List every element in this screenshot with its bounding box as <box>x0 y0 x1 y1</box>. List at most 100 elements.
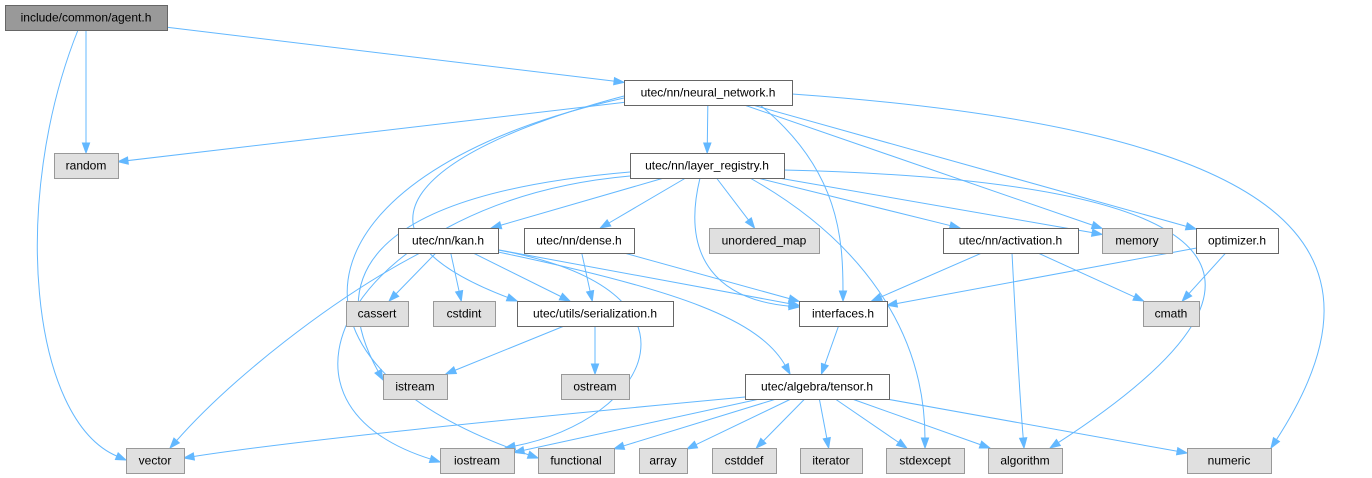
arrowhead <box>590 363 600 376</box>
edge-layer_registry-to-algorithm <box>783 169 1206 449</box>
node-box <box>54 153 119 179</box>
arrowhead <box>1175 446 1189 456</box>
arrowhead <box>182 452 196 461</box>
edge-tensor-to-functional <box>612 398 777 450</box>
arrowhead <box>838 290 848 303</box>
arrowhead <box>978 440 992 449</box>
arrowhead <box>454 289 464 303</box>
node-tensor[interactable]: utec/algebra/tensor.h <box>745 374 890 400</box>
node-random: random <box>54 153 119 179</box>
arrowhead <box>613 76 626 86</box>
node-unordered-map: unordered_map <box>709 228 820 254</box>
node-serialization[interactable]: utec/utils/serialization.h <box>517 301 674 327</box>
node-label: memory <box>1115 234 1158 248</box>
arrowhead <box>1090 220 1104 230</box>
edge-tensor-to-cstddef <box>755 398 806 450</box>
node-array: array <box>639 448 688 474</box>
node-box <box>1196 228 1279 254</box>
node-label: iterator <box>812 454 849 468</box>
edge-interfaces-to-tensor <box>820 325 840 376</box>
arrowhead <box>1184 222 1198 231</box>
node-numeric: numeric <box>1187 448 1272 474</box>
node-label: utec/nn/neural_network.h <box>641 86 776 100</box>
node-layer-registry[interactable]: utec/nn/layer_registry.h <box>630 153 785 179</box>
node-neural-network[interactable]: utec/nn/neural_network.h <box>624 80 793 106</box>
edge-tensor-to-numeric <box>886 398 1189 456</box>
arrowhead <box>1270 436 1281 450</box>
node-box <box>745 374 890 400</box>
node-label: cstdint <box>447 307 482 321</box>
node-kan[interactable]: utec/nn/kan.h <box>398 228 499 254</box>
node-label: utec/nn/dense.h <box>536 234 621 248</box>
edge-kan-to-vector <box>169 252 421 450</box>
edge-neural_network-to-interfaces <box>759 104 848 303</box>
node-cstdint: cstdint <box>433 301 496 327</box>
edge-layer_registry-to-dense <box>599 177 686 229</box>
node-label: utec/algebra/tensor.h <box>761 380 873 394</box>
edge-neural_network-to-layer_registry <box>703 104 712 155</box>
node-label: functional <box>550 454 601 468</box>
arrowhead <box>599 218 612 229</box>
node-cassert: cassert <box>346 301 409 327</box>
node-label: vector <box>139 454 172 468</box>
node-box <box>5 5 168 31</box>
node-dense[interactable]: utec/nn/dense.h <box>524 228 635 254</box>
arrowhead <box>820 362 830 376</box>
edge-agent-to-random <box>81 30 91 155</box>
edge-kan-to-interfaces <box>497 249 801 308</box>
node-box <box>1187 448 1272 474</box>
node-label: array <box>649 454 676 468</box>
arrowhead <box>374 368 384 382</box>
node-label: include/common/agent.h <box>21 11 152 25</box>
node-stdexcept: stdexcept <box>886 448 965 474</box>
edge-serialization-to-ostream <box>590 326 600 376</box>
arrowhead <box>755 437 767 450</box>
node-iterator: iterator <box>800 448 863 474</box>
node-functional: functional <box>538 448 615 474</box>
node-box <box>943 228 1079 254</box>
edge-dense-to-serialization <box>581 252 595 303</box>
node-box <box>800 448 863 474</box>
edges-layer <box>36 26 1325 464</box>
arrowhead <box>489 220 503 230</box>
node-box <box>398 228 499 254</box>
node-label: random <box>66 159 107 173</box>
node-box <box>630 153 785 179</box>
node-iostream: iostream <box>440 448 515 474</box>
node-agent[interactable]: include/common/agent.h <box>5 5 168 31</box>
node-label: ostream <box>573 380 616 394</box>
arrowhead <box>920 437 930 450</box>
node-box <box>433 301 496 327</box>
arrowhead <box>81 142 91 155</box>
edge-agent-to-neural_network <box>166 26 626 86</box>
arrowhead <box>1132 292 1145 302</box>
node-box <box>440 448 515 474</box>
node-activation[interactable]: utec/nn/activation.h <box>943 228 1079 254</box>
node-interfaces[interactable]: interfaces.h <box>799 301 888 327</box>
node-box <box>886 448 965 474</box>
edge-neural_network-to-serialization <box>412 95 625 302</box>
arrowhead <box>885 299 899 308</box>
arrowhead <box>1048 438 1062 449</box>
node-label: interfaces.h <box>812 307 874 321</box>
node-label: utec/nn/kan.h <box>412 234 484 248</box>
edge-layer_registry-to-memory <box>778 177 1104 237</box>
node-istream: istream <box>383 374 448 400</box>
arrowhead <box>1090 228 1104 237</box>
arrowhead <box>526 450 540 459</box>
edge-activation-to-cmath <box>1037 252 1145 302</box>
edge-tensor-to-array <box>685 398 792 450</box>
node-label: numeric <box>1208 454 1251 468</box>
arrowhead <box>703 142 712 155</box>
edge-kan-to-tensor <box>497 251 791 376</box>
edge-neural_network-to-optimizer <box>752 104 1198 231</box>
arrowhead <box>512 446 526 455</box>
node-label: utec/nn/layer_registry.h <box>645 159 769 173</box>
arrowhead <box>895 438 908 449</box>
arrowhead <box>612 441 626 450</box>
node-optimizer[interactable]: optimizer.h <box>1196 228 1279 254</box>
edge-activation-to-interfaces <box>870 252 983 302</box>
arrowhead <box>870 292 884 302</box>
arrowhead <box>444 366 458 375</box>
